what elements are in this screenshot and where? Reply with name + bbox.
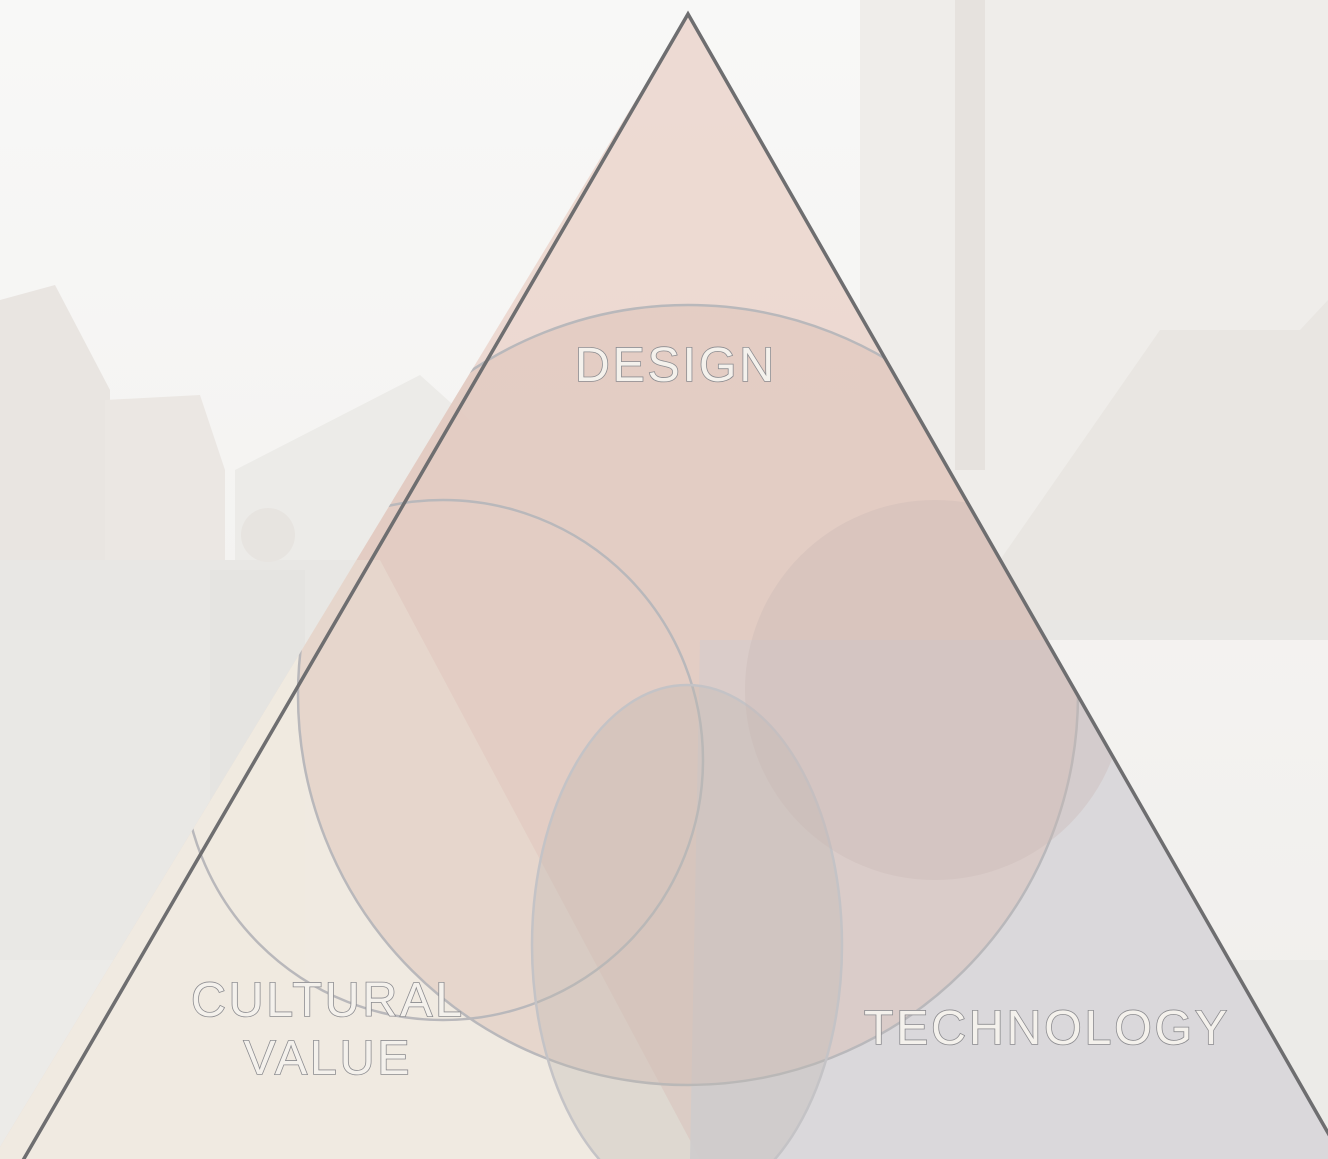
triangle-outline <box>21 10 1328 1159</box>
technology-label: TECHNOLOGY <box>864 1002 1230 1055</box>
cultural-value-label-line1: CULTURAL <box>191 974 465 1027</box>
technology-circle <box>530 683 844 1159</box>
cultural-value-label-line2: VALUE <box>244 1032 413 1085</box>
design-label: DESIGN <box>575 339 777 392</box>
